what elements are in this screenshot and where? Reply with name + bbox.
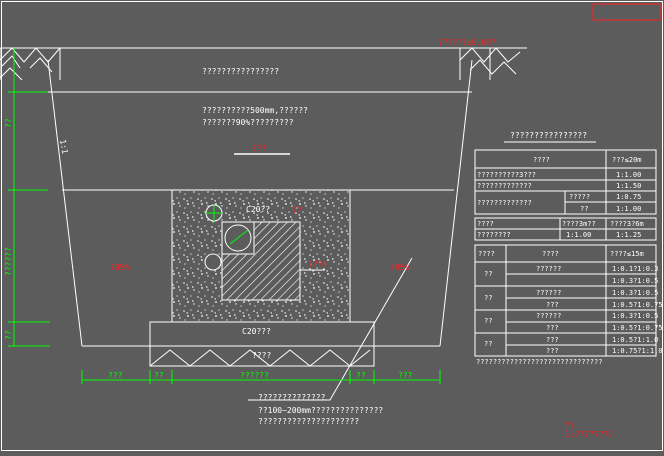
table3-group3-label: ?? [484,340,492,348]
table3-group2-row1-sub: ??? [546,324,559,332]
table3-group0-label: ?? [484,270,492,278]
table2-text: ???? ????3m?? ????3?6m ???????? 1:1.00 1… [477,220,644,239]
table2-header-2: ????3?6m [610,220,644,228]
table2-header-1: ????3m?? [562,220,596,228]
bottom-dim-2: ?? [154,371,164,380]
table3-group3-row1-value: 1:0.75?1:1.0 [612,347,663,355]
compaction-left-label: ?95% [110,263,129,272]
middle-fill-line2: ???????90%????????? [202,118,294,127]
table1-text: ???? ???≤20m ??????????3??? 1:1.00 ?????… [477,156,642,213]
table3-group0-row1-value: 1:0.3?1:0.5 [612,277,658,285]
bottom-dim-1: ??? [108,371,123,380]
bedding-hatch [149,349,371,367]
table3-group2-row0-value: 1:0.3?1:0.5 [612,312,658,320]
table3-group3-row0-value: 1:0.5?1:1.0 [612,336,658,344]
table3-group3-row1-sub: ??? [546,347,559,355]
ground-hatch-right [459,47,521,80]
note-line1: ?????????????? [258,393,326,402]
bottom-dim-5: ??? [398,371,413,380]
table1-row1-value: 1:1.50 [616,182,641,190]
table1-header-1: ???≤20m [612,156,642,164]
table3-group0-row0-sub: ?????? [536,265,561,273]
table1-header-0: ???? [533,156,550,164]
table1-row3-sub: ?? [580,205,588,213]
table1-row2-value: 1:0.75 [616,193,641,201]
dim-mid-label: ?????? [4,247,13,276]
bottom-dim-3: ?????? [240,371,269,380]
red-marker-label: ??? [252,144,267,153]
table3-header-1: ???? [542,250,559,258]
bedding-layer [149,345,375,367]
compaction-right-label: ?95% [390,263,409,272]
table-footer: ?????????????????????????????? [476,358,602,366]
dim-bottom-label: ?? [4,330,13,340]
title-block-box [592,3,661,21]
note-line3: ????????????????????? [258,417,359,426]
table1-row2-label: ????????????? [477,199,532,207]
table2-row-1: 1:1.00 [566,231,591,239]
base-slab [149,321,375,347]
base-concrete-label: C20??? [242,327,271,336]
table3-group1-row1-sub: ??? [546,301,559,309]
table2-grid [474,217,657,241]
bedding-label: ???? [252,351,271,360]
middle-fill-line1: ??????????500mm,?????? [202,106,308,115]
pipe-circle-bottom [204,253,222,271]
concrete-top-label: C20?? [246,205,270,214]
table2-header-0: ???? [477,220,494,228]
table2-row-0: ???????? [477,231,511,239]
ground-hatch-left [0,47,61,81]
bottom-dimension-chain [81,370,441,384]
table1-row3-value: 1:1.00 [616,205,641,213]
table3-header-2: ????≤15m [610,250,644,258]
corner-line2: 1:???????? [565,430,613,439]
table3-group1-row0-value: 1:0.3?1:0.5 [612,289,658,297]
table3-group1-row1-value: 1:0.5?1:0.75 [612,301,663,309]
table1-row2-sub: ????? [569,193,590,201]
left-dimension-chain [8,48,50,347]
table1-row0-label: ??????????3??? [477,171,536,179]
corner-line1: ?? [565,421,575,430]
pipe-red-right-label: ???? [308,260,327,269]
table3-group3-row0-sub: ??? [546,336,559,344]
table3-group1-label: ?? [484,294,492,302]
table3-group2-row1-value: 1:0.5?1:0.75 [612,324,663,332]
table1-row1-label: ????????????? [477,182,532,190]
table1-row0-value: 1:1.00 [616,171,641,179]
note-leader [248,257,413,401]
table3-grid [474,244,657,357]
table3-group1-row0-sub: ?????? [536,289,561,297]
table3-text: ???? ???? ????≤15m ?? ?????? 1:0.1?1:0.3… [476,250,663,366]
top-fill-label: ???????????????? [202,67,279,76]
table3-header-0: ???? [478,250,495,258]
table-title: ???????????????? [510,131,587,140]
dim-top-label: ?? [4,118,13,128]
bottom-dim-4: ?? [356,371,366,380]
note-line2: ??100~200mm??????????????? [258,406,383,415]
table3-group2-label: ?? [484,317,492,325]
table3-group0-row0-value: 1:0.1?1:0.3 [612,265,658,273]
pipe-crosshair [206,205,249,245]
table2-row-2: 1:1.25 [616,231,641,239]
table1-grid [474,149,657,215]
table3-group2-row0-sub: ?????? [536,312,561,320]
pipe-red-small-label: ?? [292,206,302,215]
elevation-label: ??????±0.00? [438,38,496,47]
slope-label: 1:1 [58,139,69,155]
